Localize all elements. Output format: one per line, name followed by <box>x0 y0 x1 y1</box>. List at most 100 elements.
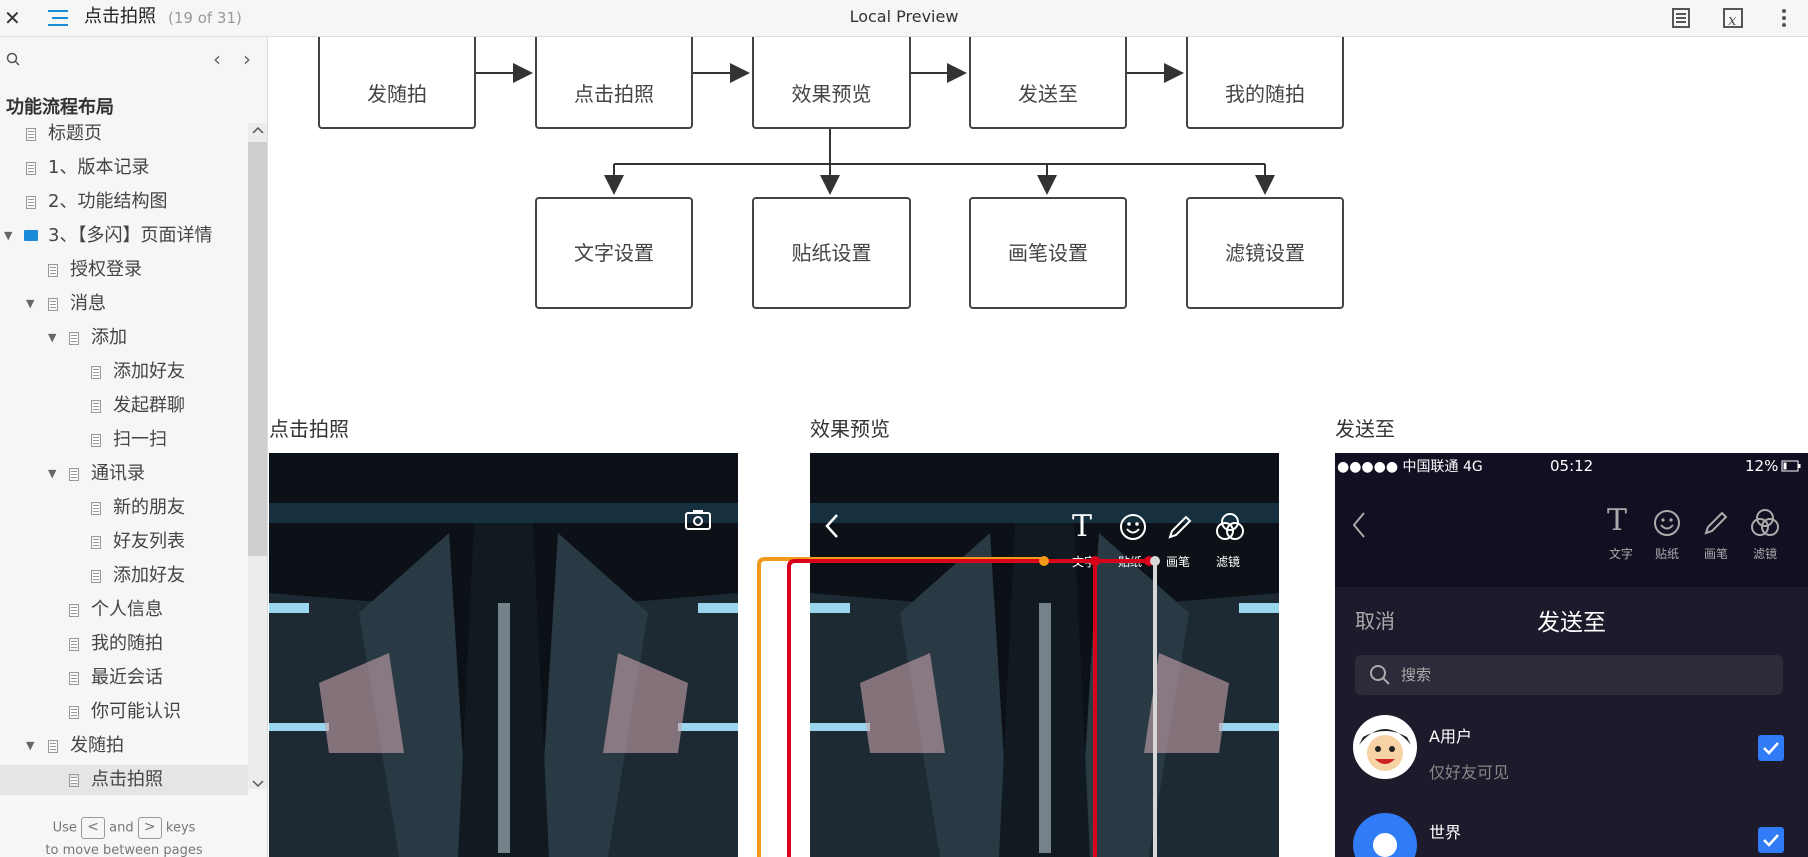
next-result-icon[interactable]: › <box>243 47 251 71</box>
caret-down-icon[interactable]: ▼ <box>4 229 13 242</box>
page-icon <box>26 196 36 209</box>
caption: 发送至 <box>1335 417 1395 441</box>
page-icon <box>48 264 58 277</box>
caret-down-icon[interactable]: ▼ <box>26 739 35 752</box>
tool-label: 画笔 <box>1166 555 1191 569</box>
page-counter: (19 of 31) <box>168 9 242 27</box>
checkbox-checked-icon[interactable] <box>1758 827 1784 853</box>
table-of-contents-icon[interactable] <box>46 6 70 30</box>
flow-node: 效果预览 <box>752 37 911 129</box>
page-icon <box>69 604 79 617</box>
prev-key-icon: < <box>81 817 105 839</box>
sidebar-item[interactable]: ▼添加 <box>0 323 248 353</box>
page-icon <box>69 672 79 685</box>
tool-label: 滤镜 <box>1753 547 1778 561</box>
filter-tool-icon[interactable] <box>1749 507 1781 539</box>
status-battery: 12% <box>1745 457 1779 475</box>
top-bar: ✕ 点击拍照 (19 of 31) Local Preview x <box>0 0 1808 37</box>
brush-tool-icon[interactable] <box>1702 509 1730 537</box>
close-icon[interactable]: ✕ <box>4 6 21 30</box>
annotation-connectors <box>757 556 1160 857</box>
tool-label: 贴纸 <box>1655 547 1680 561</box>
tool-label: 画笔 <box>1704 547 1729 561</box>
sidebar-item[interactable]: 发起群聊 <box>0 391 248 421</box>
flow-node: 我的随拍 <box>1186 37 1344 129</box>
sticker-tool-icon[interactable] <box>1119 513 1147 541</box>
switch-camera-icon[interactable] <box>685 509 711 531</box>
status-time: 05:12 <box>1550 457 1594 475</box>
escalator-photo <box>269 453 738 857</box>
keyboard-hint: Use < and > keys to move between pages <box>45 817 203 857</box>
checkbox-checked-icon[interactable] <box>1758 735 1784 761</box>
scroll-up-icon[interactable] <box>251 125 265 135</box>
back-icon[interactable] <box>824 513 840 539</box>
flow-node: 贴纸设置 <box>752 197 911 309</box>
caret-down-icon[interactable]: ▼ <box>26 297 35 310</box>
sidebar-item[interactable]: ▼消息 <box>0 289 248 319</box>
sidebar-item[interactable]: 你可能认识 <box>0 697 248 727</box>
sidebar-item[interactable]: 扫一扫 <box>0 425 248 455</box>
cancel-button[interactable]: 取消 <box>1355 609 1395 633</box>
sidebar-item[interactable]: 授权登录 <box>0 255 248 285</box>
page-icon <box>48 740 58 753</box>
sidebar-item[interactable]: 好友列表 <box>0 527 248 557</box>
sidebar-item[interactable]: 1、版本记录 <box>0 153 248 183</box>
sticker-tool-icon[interactable] <box>1653 509 1681 537</box>
sidebar-item[interactable]: 最近会话 <box>0 663 248 693</box>
sidebar-item[interactable]: 新的朋友 <box>0 493 248 523</box>
sidebar-item[interactable]: ▼3、【多闪】页面详情 <box>0 221 248 251</box>
svg-text:x: x <box>1728 11 1737 29</box>
window-title: Local Preview <box>849 7 959 26</box>
search-icon <box>1370 665 1390 685</box>
text-tool-icon[interactable]: T <box>1607 503 1628 538</box>
brush-tool-icon[interactable] <box>1166 513 1194 541</box>
avatar <box>1353 813 1417 857</box>
search-input[interactable] <box>1355 655 1783 695</box>
sidebar-section-title: 功能流程布局 <box>6 97 114 118</box>
page-icon <box>48 298 58 311</box>
scroll-down-icon[interactable] <box>251 779 265 789</box>
page-icon <box>69 468 79 481</box>
flow-node: 滤镜设置 <box>1186 197 1344 309</box>
next-key-icon: > <box>137 817 162 839</box>
tool-label: 滤镜 <box>1216 555 1241 569</box>
sidebar-item[interactable]: 个人信息 <box>0 595 248 625</box>
page-icon <box>91 434 101 447</box>
formula-icon[interactable]: x <box>1720 5 1746 31</box>
page-icon <box>26 162 36 175</box>
search-icon <box>6 52 20 66</box>
back-icon[interactable] <box>1351 511 1367 539</box>
sidebar: ‹ › 功能流程布局 标题页 1、版本记录 2、功能结构图 ▼3、【多闪】页面详… <box>0 37 268 857</box>
prev-result-icon[interactable]: ‹ <box>213 47 221 71</box>
view-toggle-icon[interactable] <box>1668 5 1694 31</box>
more-options-icon[interactable] <box>1771 5 1797 31</box>
sidebar-search[interactable]: ‹ › <box>0 37 267 81</box>
sidebar-item[interactable]: 2、功能结构图 <box>0 187 248 217</box>
user-visibility: 仅好友可见 <box>1429 763 1510 782</box>
sidebar-scroll-thumb[interactable] <box>248 142 267 556</box>
caret-down-icon[interactable]: ▼ <box>48 331 57 344</box>
user-name: 世界 <box>1429 823 1462 842</box>
camera-screenshot <box>269 453 738 857</box>
sidebar-item[interactable]: 我的随拍 <box>0 629 248 659</box>
sidebar-item[interactable]: 添加好友 <box>0 357 248 387</box>
sidebar-item[interactable]: ▼通讯录 <box>0 459 248 489</box>
sidebar-item[interactable]: 标题页 <box>0 119 248 149</box>
battery-icon <box>1781 460 1801 472</box>
sidebar-item[interactable]: ▼发随拍 <box>0 731 248 761</box>
phone-header <box>1335 453 1808 587</box>
page-icon <box>69 774 79 787</box>
page-icon <box>91 400 101 413</box>
sidebar-item-active[interactable]: 点击拍照 <box>0 765 248 795</box>
flow-connectors <box>476 63 1275 195</box>
search-placeholder: 搜索 <box>1401 666 1432 684</box>
preview-screenshot: T 文字 贴纸 画笔 滤镜 <box>810 453 1279 857</box>
folder-icon <box>24 230 38 241</box>
sidebar-item[interactable]: 添加好友 <box>0 561 248 591</box>
page-icon <box>69 706 79 719</box>
filter-tool-icon[interactable] <box>1214 511 1246 543</box>
caret-down-icon[interactable]: ▼ <box>48 467 57 480</box>
flow-node: 发随拍 <box>318 37 476 129</box>
flow-node: 点击拍照 <box>535 37 693 129</box>
text-tool-icon[interactable]: T <box>1072 509 1093 544</box>
